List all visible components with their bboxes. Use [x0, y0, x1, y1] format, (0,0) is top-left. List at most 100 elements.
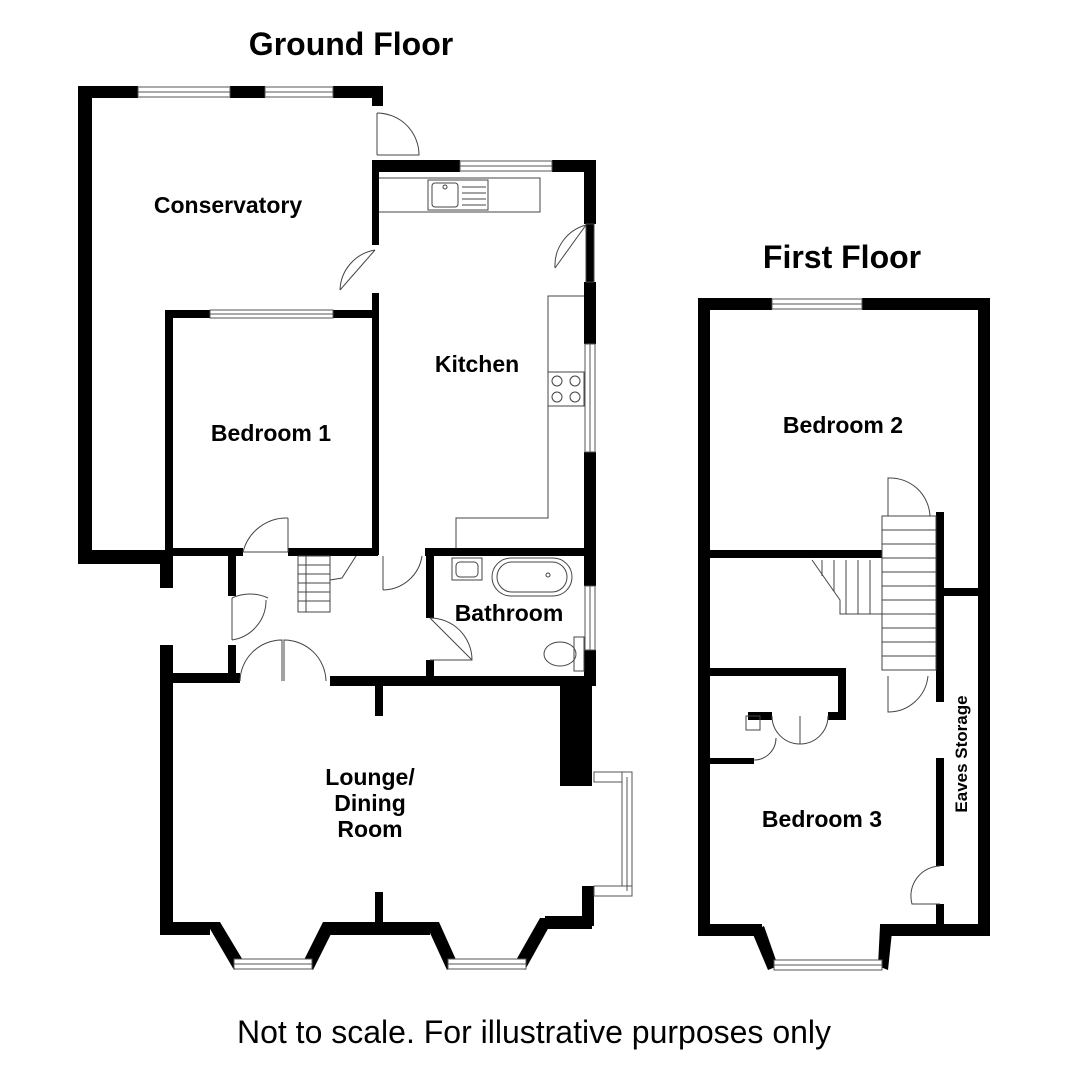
sink-icon [427, 179, 489, 211]
door [910, 865, 941, 905]
room-label-conservatory: Conservatory [154, 192, 302, 218]
wall [206, 922, 244, 970]
wall [936, 904, 944, 930]
door [887, 675, 929, 713]
staircase [811, 515, 937, 671]
wall [160, 673, 240, 683]
wall [333, 86, 383, 98]
window [264, 86, 334, 98]
room-label-lounge: Lounge/ [325, 764, 415, 790]
wall [698, 298, 710, 936]
wall [936, 596, 944, 702]
wall [330, 676, 592, 686]
wall [165, 310, 173, 555]
wall [228, 556, 236, 596]
disclaimer: Not to scale. For illustrative purposes … [237, 1014, 831, 1050]
wall [425, 922, 457, 970]
toilet-icon [543, 636, 585, 672]
window [447, 958, 527, 970]
wall [372, 160, 460, 172]
window [584, 585, 596, 651]
wall [165, 310, 210, 318]
door [554, 224, 587, 269]
wall [228, 645, 236, 681]
wall [230, 86, 265, 98]
wall [303, 922, 337, 970]
kitchen-worktop [379, 177, 584, 552]
wall [698, 924, 762, 936]
door [231, 593, 269, 640]
wall [878, 926, 892, 970]
door [239, 639, 327, 682]
door [339, 249, 376, 291]
door [242, 517, 289, 553]
wall [828, 712, 846, 720]
room-label-kitchen: Kitchen [435, 351, 519, 377]
hob-icon [547, 371, 585, 407]
window [584, 343, 596, 453]
wall [426, 548, 434, 618]
room-label-room: Room [337, 816, 402, 842]
wall [78, 86, 92, 564]
wall [333, 310, 378, 318]
bath-icon [491, 557, 573, 597]
wall [708, 668, 838, 676]
wall [584, 452, 596, 586]
wall [584, 282, 596, 344]
labels: Ground Floor First Floor Conservatory Ki… [154, 26, 971, 842]
first-floor-title: First Floor [763, 239, 921, 275]
window [137, 86, 231, 98]
room-label-eaves-storage: Eaves Storage [952, 695, 971, 812]
wall [936, 758, 944, 866]
wall [288, 548, 378, 556]
window [773, 959, 883, 971]
wall [698, 298, 772, 310]
wall [545, 916, 592, 929]
room-label-dining: Dining [334, 790, 406, 816]
window [771, 298, 863, 310]
wall [165, 548, 243, 556]
basin-icon [451, 557, 483, 581]
wall [78, 550, 173, 564]
wall [375, 684, 383, 716]
wall [708, 550, 882, 558]
wall [160, 922, 210, 935]
room-label-bedroom-2: Bedroom 2 [783, 412, 903, 438]
wall [375, 892, 383, 924]
wall [372, 86, 383, 106]
wall [862, 298, 990, 310]
room-label-bedroom-3: Bedroom 3 [762, 806, 882, 832]
wall [160, 645, 173, 935]
staircase [297, 555, 357, 613]
wall [560, 684, 592, 786]
door [382, 555, 423, 591]
wall [880, 924, 990, 936]
window [233, 958, 313, 970]
room-label-bathroom: Bathroom [455, 600, 564, 626]
wall [426, 660, 434, 682]
door [429, 617, 473, 661]
wall [936, 512, 944, 588]
door [231, 599, 267, 641]
door [887, 477, 931, 517]
wall [978, 298, 990, 936]
door [376, 112, 420, 156]
wall [425, 548, 590, 556]
window [459, 160, 553, 172]
ground-floor [78, 86, 633, 970]
wall [78, 86, 138, 98]
wall [330, 922, 430, 935]
window [209, 309, 334, 319]
wall [372, 293, 379, 555]
wall [936, 588, 988, 596]
wall [708, 758, 754, 764]
ground-floor-title: Ground Floor [249, 26, 453, 62]
wall [752, 926, 778, 970]
wall [515, 918, 554, 970]
wall [584, 160, 596, 224]
room-label-bedroom-1: Bedroom 1 [211, 420, 331, 446]
first-floor [698, 298, 990, 971]
window [593, 771, 633, 897]
door [771, 715, 829, 745]
